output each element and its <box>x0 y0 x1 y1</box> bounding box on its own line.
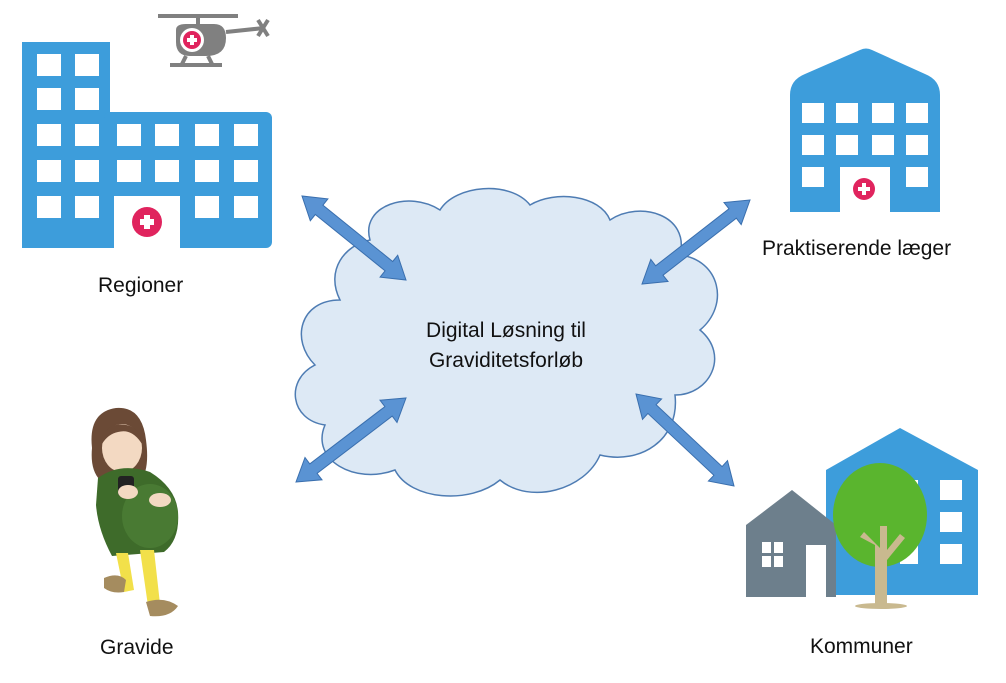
label-gravide: Gravide <box>100 636 174 659</box>
clinic-icon <box>790 48 940 212</box>
clinic-cross-icon <box>853 178 875 200</box>
label-praktiserende-laeger: Praktiserende læger <box>762 237 952 260</box>
arrow-regioner <box>301 195 407 281</box>
hospital-icon <box>22 42 272 248</box>
hospital-windows <box>37 54 258 248</box>
pregnant-woman-icon <box>91 407 179 617</box>
arrows <box>295 195 751 487</box>
cloud-text: Digital Løsning til Graviditetsforløb <box>375 316 637 376</box>
tree-icon <box>833 463 927 609</box>
arrow-kommuner <box>635 393 735 487</box>
cloud-text-line2: Graviditetsforløb <box>428 349 584 372</box>
hospital-cross-icon <box>132 207 162 237</box>
municipality-icon <box>746 428 978 609</box>
house-icon <box>746 490 836 597</box>
helicopter-icon <box>158 14 270 67</box>
label-kommuner: Kommuner <box>810 635 913 658</box>
arrow-praktiserende <box>641 199 751 285</box>
label-regioner: Regioner <box>98 274 184 297</box>
arrow-gravide <box>295 397 407 483</box>
cloud-text-line1: Digital Løsning til <box>426 319 586 342</box>
